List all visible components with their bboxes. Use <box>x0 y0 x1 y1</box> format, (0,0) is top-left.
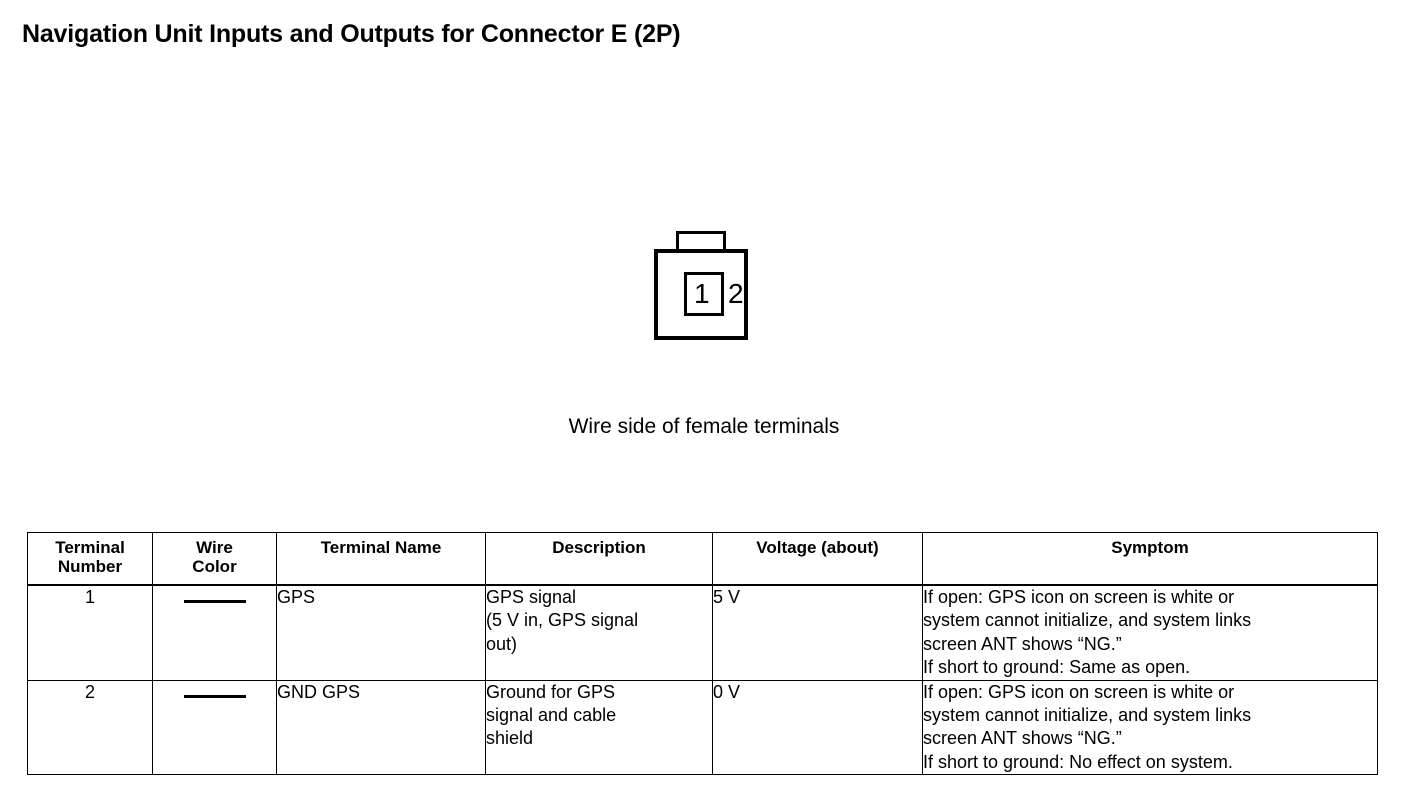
connector-body-outline <box>654 249 748 340</box>
symptom-line: screen ANT shows “NG.” <box>923 728 1122 749</box>
description-line: (5 V in, GPS signal <box>486 610 639 631</box>
header-line: Number <box>57 557 123 577</box>
connector-lock-tab <box>676 231 726 251</box>
column-header-description: Description <box>485 532 713 586</box>
wire-color-line-icon <box>183 694 246 698</box>
cell-wire-color <box>152 584 277 681</box>
cell-terminal-number: 2 <box>27 679 153 776</box>
symptom-line: If short to ground: Same as open. <box>923 657 1191 678</box>
symptom-line: system cannot initialize, and system lin… <box>923 704 1252 725</box>
column-header-voltage: Voltage (about) <box>712 532 923 586</box>
description-line: GPS signal <box>486 587 577 607</box>
terminal-cavity-1 <box>684 272 724 316</box>
header-line: Description <box>552 538 646 557</box>
table-row: 2 GND GPS Ground for GPS signal and cabl… <box>27 679 1378 776</box>
cell-description: Ground for GPS signal and cable shield <box>485 679 713 776</box>
symptom-line: If short to ground: No effect on system. <box>923 751 1233 772</box>
description-line: Ground for GPS <box>486 681 616 702</box>
header-line: Wire <box>196 538 233 557</box>
header-line: Terminal Name <box>320 538 442 557</box>
table-row: 1 GPS GPS signal (5 V in, GPS signal out… <box>27 584 1378 681</box>
terminal-io-table: Terminal Number Wire Color Terminal Name… <box>27 532 1378 776</box>
cell-voltage: 5 V <box>712 584 923 681</box>
column-header-terminal-number: Terminal Number <box>27 532 153 586</box>
header-line: Symptom <box>1111 538 1189 557</box>
cell-voltage: 0 V <box>712 679 923 776</box>
cell-terminal-name: GND GPS <box>276 679 486 776</box>
symptom-line: system cannot initialize, and system lin… <box>923 610 1252 631</box>
symptom-line: If open: GPS icon on screen is white or <box>923 587 1235 607</box>
column-header-terminal-name: Terminal Name <box>276 532 486 586</box>
cell-symptom: If open: GPS icon on screen is white or … <box>922 584 1378 681</box>
connector-diagram: 1 2 <box>654 231 754 343</box>
symptom-line: screen ANT shows “NG.” <box>923 633 1122 654</box>
cell-terminal-name: GPS <box>276 584 486 681</box>
description-line: shield <box>486 728 534 749</box>
description-line: out) <box>486 633 518 654</box>
symptom-line: If open: GPS icon on screen is white or <box>923 681 1235 702</box>
column-header-wire-color: Wire Color <box>152 532 277 586</box>
table-header-row: Terminal Number Wire Color Terminal Name… <box>27 532 1378 586</box>
wire-color-line-icon <box>183 600 246 603</box>
connector-caption: Wire side of female terminals <box>568 415 840 438</box>
column-header-symptom: Symptom <box>922 532 1378 586</box>
header-line: Voltage (about) <box>756 538 879 557</box>
terminal-label-2: 2 <box>728 278 744 309</box>
description-line: signal and cable <box>486 704 617 725</box>
header-line: Color <box>192 557 237 577</box>
cell-description: GPS signal (5 V in, GPS signal out) <box>485 584 713 681</box>
header-line: Terminal <box>55 538 125 557</box>
cell-symptom: If open: GPS icon on screen is white or … <box>922 679 1378 776</box>
cell-terminal-number: 1 <box>27 584 153 681</box>
terminal-label-1: 1 <box>694 278 710 309</box>
cell-wire-color <box>152 679 277 776</box>
page-title: Navigation Unit Inputs and Outputs for C… <box>22 20 681 48</box>
